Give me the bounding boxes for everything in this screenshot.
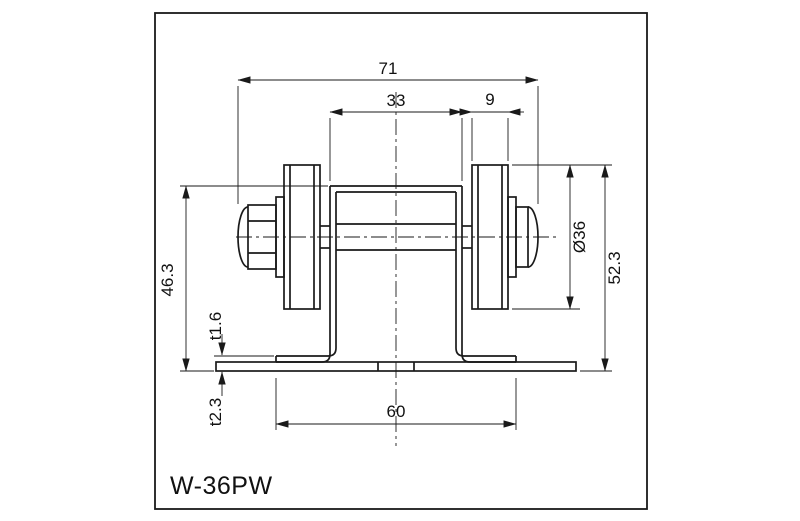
- bolt-head: [515, 206, 539, 268]
- axle: [320, 223, 472, 251]
- dim-label-9: 9: [485, 90, 494, 109]
- dim-base-width: 60: [275, 378, 517, 430]
- dim-label-t2-3: t2.3: [206, 398, 225, 426]
- part-number-label: W-36PW: [170, 472, 273, 500]
- base-plate: [215, 361, 577, 372]
- dim-bracket-sheet: t1.6: [206, 312, 274, 357]
- dim-label-dia36: Ø36: [570, 221, 589, 253]
- dim-bracket-width: 33: [329, 91, 463, 181]
- dim-wheel-thickness: 9: [456, 90, 524, 161]
- dim-label-46-3: 46.3: [158, 263, 177, 296]
- dim-wheel-diameter: Ø36: [512, 164, 612, 310]
- dim-side-height: 46.3: [158, 185, 328, 372]
- dim-label-t1-6: t1.6: [206, 312, 225, 340]
- dim-label-33: 33: [387, 91, 406, 110]
- hex-nut: [247, 204, 277, 270]
- dim-overall-height: 52.3: [580, 164, 624, 372]
- bracket: [275, 185, 517, 363]
- centerlines: [236, 92, 558, 446]
- dim-top-overall: 71: [237, 59, 539, 204]
- dim-label-71: 71: [379, 59, 398, 78]
- dim-base-sheet: t2.3: [206, 371, 226, 426]
- dim-label-52-3: 52.3: [605, 251, 624, 284]
- dim-label-60: 60: [387, 402, 406, 421]
- cap-nut-dome: [237, 206, 249, 268]
- drawing-border: [154, 12, 648, 510]
